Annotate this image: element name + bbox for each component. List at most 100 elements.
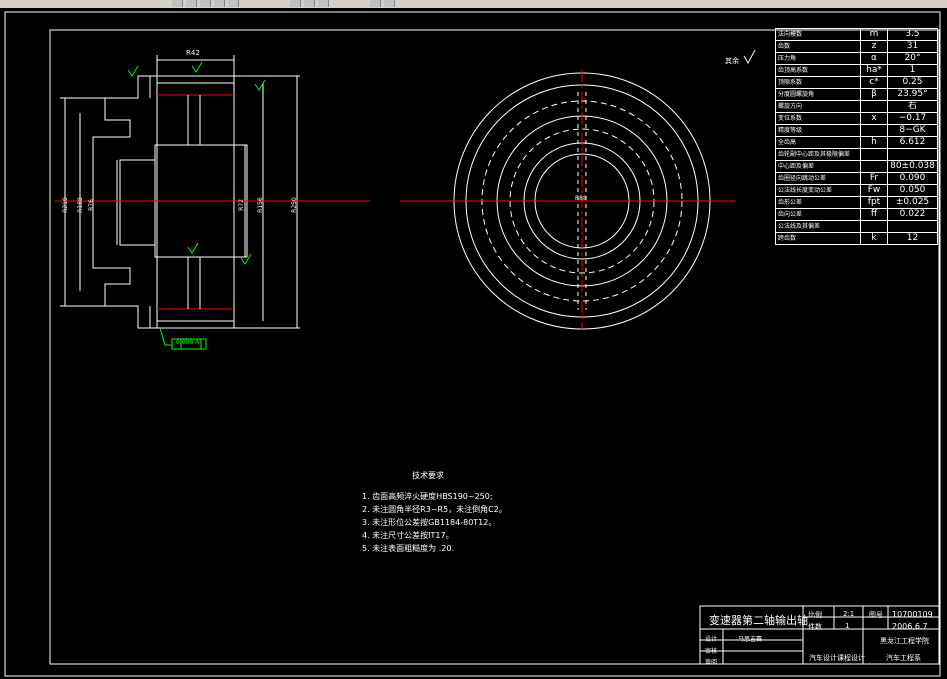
tech-item: 1. 齿面高频淬火硬度HBS190~250; — [362, 492, 493, 501]
param-value: 23.95° — [887, 88, 938, 101]
param-label: 中心距及偏差 — [775, 160, 861, 173]
qty-value: 1 — [845, 622, 850, 630]
designer-label: 设计 — [705, 636, 718, 643]
param-label: 法向模数 — [775, 28, 861, 41]
tech-item: 5. 未注表面粗糙度为 .20. — [362, 544, 454, 553]
course-name: 汽车设计课程设计 — [809, 654, 865, 662]
param-symbol: Fr — [860, 172, 888, 185]
param-symbol: c* — [860, 76, 888, 89]
title-block-lines — [699, 605, 940, 665]
param-value: 6.612 — [887, 136, 938, 149]
param-row: 螺旋方向右 — [775, 100, 938, 113]
param-value: 0.090 — [887, 172, 938, 185]
inner-border — [49, 29, 940, 665]
param-symbol: h — [860, 136, 888, 149]
roughness-other-symbol — [743, 49, 756, 65]
param-value: 0.022 — [887, 208, 938, 221]
param-symbol: α — [860, 52, 888, 65]
param-symbol — [860, 124, 888, 137]
param-row: 精度等级 8−GK — [775, 124, 938, 137]
param-value: 右 — [887, 100, 938, 113]
scale-value: 2:1 — [843, 610, 855, 618]
param-value: 8−GK — [887, 124, 938, 137]
dim-width-top: R42 — [186, 49, 200, 57]
param-value: ±0.025 — [887, 196, 938, 209]
toolbar-button[interactable] — [384, 0, 395, 7]
toolbar-button[interactable] — [200, 0, 211, 7]
param-symbol: z — [860, 40, 888, 53]
school-name: 黑龙江工程学院 — [880, 637, 929, 645]
param-symbol: m — [860, 28, 888, 41]
dim-right-2: R156 — [256, 197, 264, 213]
param-value: 12 — [887, 232, 938, 245]
drawing-no-label: 图号 — [869, 611, 883, 619]
param-value: 1 — [887, 64, 938, 77]
section-view — [60, 55, 300, 329]
outer-border — [4, 11, 941, 677]
toolbar-button[interactable] — [172, 0, 183, 7]
toolbar-button[interactable] — [304, 0, 315, 7]
drawing-canvas[interactable]: R42 R210 R188 R76 R72 R156 R250 R88 其余 0… — [0, 8, 947, 679]
toolbar-button[interactable] — [186, 0, 197, 7]
param-label: 压力角 — [775, 52, 861, 65]
dim-right-1: R72 — [237, 199, 245, 211]
toolbar-button[interactable] — [214, 0, 225, 7]
param-label: 齿数 — [775, 40, 861, 53]
param-value — [887, 220, 938, 233]
param-symbol: fpt — [860, 196, 888, 209]
dim-left-3: R76 — [87, 199, 95, 211]
tech-item: 2. 未注圆角半径R3~R5，未注倒角C2。 — [362, 505, 507, 514]
param-label: 变位系数 — [775, 112, 861, 125]
checker-label: 审核 — [705, 648, 718, 655]
param-row: 公法线及其偏差 — [775, 220, 938, 233]
cad-drawing — [4, 11, 941, 677]
param-label: 顶隙系数 — [775, 76, 861, 89]
param-value: 31 — [887, 40, 938, 53]
param-row: 齿轮副中心距及其极限偏差 — [775, 148, 938, 161]
toolbar-button[interactable] — [318, 0, 329, 7]
param-label: 跨齿数 — [775, 232, 861, 245]
param-value: 0.25 — [887, 76, 938, 89]
drawing-date: 2006.6.7 — [892, 622, 928, 631]
param-symbol — [860, 220, 888, 233]
technical-requirements: 技术要求 1. 齿面高频淬火硬度HBS190~250; 2. 未注圆角半径R3~… — [362, 470, 507, 554]
param-label: 齿顶高系数 — [775, 64, 861, 77]
param-label: 齿圈径向跳动公差 — [775, 172, 861, 185]
tech-title: 技术要求 — [412, 471, 444, 480]
param-value — [887, 148, 938, 161]
param-symbol: ff — [860, 208, 888, 221]
drawing-no: 10700109 — [892, 610, 933, 619]
toolbar-button[interactable] — [290, 0, 301, 7]
param-symbol: Fw — [860, 184, 888, 197]
roughness-other-label: 其余 — [725, 57, 739, 65]
param-symbol — [860, 160, 888, 173]
param-label: 齿向公差 — [775, 208, 861, 221]
roughness-marks — [127, 61, 266, 350]
dim-left-1: R210 — [61, 197, 69, 213]
param-value: 3.5 — [887, 28, 938, 41]
dim-left-2: R188 — [76, 197, 84, 213]
tolerance-frame-text: 0.008 A — [176, 339, 200, 346]
param-symbol: β — [860, 88, 888, 101]
toolbar-button[interactable] — [370, 0, 381, 7]
dept-name: 汽车工程系 — [886, 654, 921, 662]
param-value: 0.050 — [887, 184, 938, 197]
param-symbol: k — [860, 232, 888, 245]
param-label: 精度等级 — [775, 124, 861, 137]
toolbar-button[interactable] — [228, 0, 239, 7]
qty-label: 件数 — [808, 623, 822, 631]
param-value: −0.17 — [887, 112, 938, 125]
